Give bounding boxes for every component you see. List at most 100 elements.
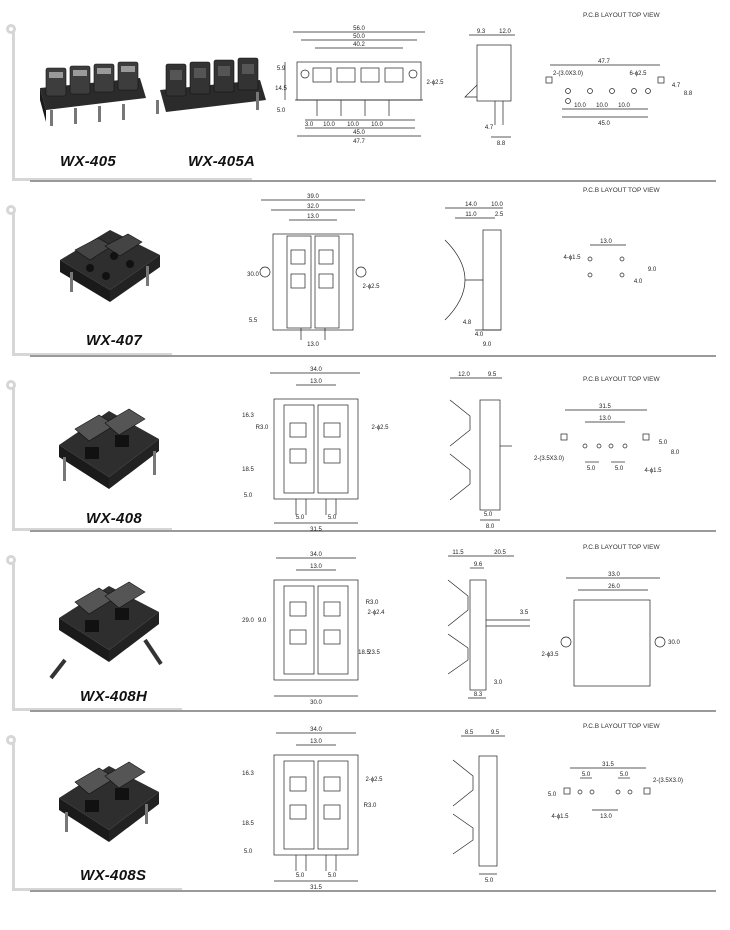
dim-label: 3.0 [305,122,314,128]
dim-label: 9.0 [258,618,267,624]
dim-label: 26.0 [608,584,620,590]
dim-label: 10.0 [323,122,335,128]
pcb-layout-drawing: 33.0 26.0 2-ɸ3.5 30.0 [542,572,680,687]
dim-label: 31.5 [602,762,614,768]
dim-label: 45.0 [598,121,610,127]
panel-wx-407: WX-407 39.0 32.0 13.0 30.0 2-ɸ2.5 5.5 13… [0,185,730,360]
dim-label: 6-ɸ2.5 [630,71,648,77]
dim-label: 9.5 [488,372,497,378]
side-view-drawing: 12.0 9.5 5.0 8.0 [449,372,512,530]
panel-divider [30,890,716,892]
dim-label: 4.0 [475,332,484,338]
model-label: WX-405A [188,153,256,170]
dim-label: 13.0 [310,379,322,385]
dim-label: 4-ɸ1.5 [564,255,582,261]
dim-label: 2-ɸ2.5 [372,425,390,431]
dim-label: 34.0 [310,552,322,558]
dim-label: 2-(3.5X3.0) [534,456,564,462]
dim-label: 5.0 [244,849,253,855]
dim-label: 5.0 [548,792,557,798]
dim-label: 5.0 [328,515,337,521]
dim-label: 40.2 [353,42,365,48]
wx-408h-photo [49,581,163,680]
panel-wx-408h: WX-408H 34.0 13.0 R3.0 2-ɸ2.4 29.0 9.0 1… [0,535,730,715]
dim-label: 10.0 [574,103,586,109]
dim-label: 5.0 [485,878,494,884]
model-label: WX-407 [86,332,142,349]
dim-label: 5.0 [615,466,624,472]
panel-divider [30,355,716,357]
dim-label: 18.5 [242,467,254,473]
dim-label: 9.0 [483,342,492,348]
dim-label: 30.0 [310,700,322,706]
front-view-drawing: 56.0 50.0 40.2 2-ɸ2.5 5.9 14.5 5.0 3.0 1… [275,26,444,145]
side-view-drawing: 8.5 9.5 5.0 [452,730,505,884]
dim-label: 47.7 [353,139,365,145]
dim-label: 10.0 [491,202,503,208]
wx-408s-photo [59,761,159,842]
dim-label: 5.0 [620,772,629,778]
panel-wx-408: WX-408 34.0 13.0 16.3 R3.0 2-ɸ2.5 18.5 5… [0,360,730,535]
dim-label: 12.0 [458,372,470,378]
dim-label: 8.3 [474,692,483,698]
panel-divider [30,710,716,712]
model-label: WX-408S [80,867,147,884]
dim-label: 50.0 [353,34,365,40]
dim-label: 2-(3.0X3.0) [553,71,583,77]
dim-label: 4.7 [672,83,681,89]
panel-rail-foot [12,178,252,181]
dim-label: 13.0 [307,214,319,220]
dim-label: 10.0 [618,103,630,109]
dim-label: 8.8 [497,141,506,147]
dim-label: 30.0 [668,640,680,646]
front-view-drawing: 34.0 13.0 16.3 R3.0 2-ɸ2.5 18.5 5.0 5.0 … [242,367,390,533]
dim-label: 2-ɸ2.4 [368,610,386,616]
dim-label: 8.5 [465,730,474,736]
panel-rail [12,213,15,355]
pin-icon [6,205,16,215]
dim-label: 31.5 [310,885,322,891]
wx-405a-photo [156,57,266,114]
dim-label: 5.0 [659,440,668,446]
panel-divider [30,180,716,182]
panel-rail [12,563,15,710]
panel-rail-foot [12,353,172,356]
dim-label: R3.0 [366,600,379,606]
pcb-layout-drawing: 47.7 2-(3.0X3.0) 6-ɸ2.5 4.7 8.8 10.0 10.… [545,59,693,127]
pcb-layout-heading: P.C.B LAYOUT TOP VIEW [583,12,660,19]
dim-label: 13.0 [600,814,612,820]
dim-label: 5.0 [484,512,493,518]
model-label: WX-405 [60,153,116,170]
front-view-drawing: 34.0 13.0 16.3 2-ɸ2.5 R3.0 18.5 5.0 5.0 … [242,727,383,891]
dim-label: 29.0 [242,618,254,624]
dim-label: 4.7 [485,125,494,131]
dim-label: 32.0 [307,204,319,210]
pcb-layout-drawing: 4-ɸ1.5 13.0 4.0 9.0 [564,239,657,285]
model-label: WX-408 [86,510,142,527]
panel-wx-408s: WX-408S 34.0 13.0 16.3 2-ɸ2.5 R3.0 18.5 … [0,715,730,895]
front-view-drawing: 39.0 32.0 13.0 30.0 2-ɸ2.5 5.5 13.0 [247,194,380,348]
dim-label: 5.0 [296,873,305,879]
dim-label: 45.0 [353,130,365,136]
dim-label: 5.0 [244,493,253,499]
pcb-layout-heading: P.C.B LAYOUT TOP VIEW [583,544,660,551]
dim-label: R3.0 [364,803,377,809]
dim-label: 31.5 [599,404,611,410]
dim-label: 16.3 [242,771,254,777]
dim-label: 8.0 [486,524,495,530]
dim-label: 34.0 [310,727,322,733]
dim-label: 3.0 [494,680,503,686]
dim-label: 14.5 [275,86,287,92]
dim-label: 13.0 [599,416,611,422]
dim-label: 12.0 [499,29,511,35]
panel-rail [12,388,15,530]
dim-label: 2.5 [495,212,504,218]
dim-label: 8.8 [684,91,693,97]
dim-label: 9.3 [477,29,486,35]
dim-label: 5.0 [582,772,591,778]
panel-rail-foot [12,888,182,891]
dim-label: 47.7 [598,59,610,65]
dim-label: 10.0 [347,122,359,128]
dim-label: 10.0 [371,122,383,128]
dim-label: 20.5 [494,550,506,556]
